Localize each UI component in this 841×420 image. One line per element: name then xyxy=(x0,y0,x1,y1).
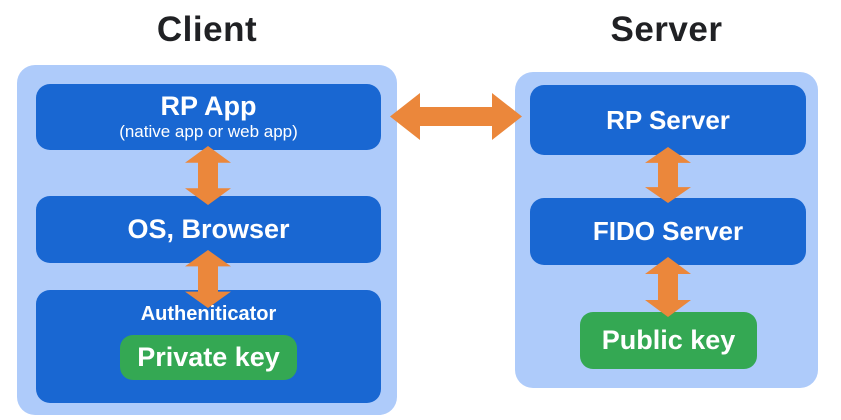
double-arrow-vertical-icon xyxy=(185,250,231,308)
rpserver-fidoserver-connection xyxy=(645,147,691,203)
fidoserver-publickey-connection xyxy=(645,257,691,317)
double-arrow-vertical-icon xyxy=(645,147,691,203)
client-server-connection xyxy=(390,90,522,143)
rp-server-box: RP Server xyxy=(530,85,806,155)
rp-app-title: RP App xyxy=(160,90,257,121)
public-key-label: Public key xyxy=(601,325,736,355)
os-browser-title: OS, Browser xyxy=(127,213,290,244)
double-arrow-vertical-icon xyxy=(645,257,691,317)
double-arrow-horizontal-icon xyxy=(390,93,522,140)
double-arrow-vertical-icon xyxy=(185,146,231,205)
private-key-box: Private key xyxy=(120,335,297,380)
rp-app-box: RP App (native app or web app) xyxy=(36,84,381,150)
osbrowser-authenticator-connection xyxy=(185,250,231,308)
rp-app-subtitle: (native app or web app) xyxy=(119,122,298,142)
authenticator-title: Autheniticator xyxy=(140,303,277,325)
server-section-title: Server xyxy=(610,10,723,49)
private-key-label: Private key xyxy=(137,342,280,372)
fido-server-box: FIDO Server xyxy=(530,198,806,265)
public-key-box: Public key xyxy=(580,312,757,369)
rp-server-title: RP Server xyxy=(606,104,730,135)
client-section-title: Client xyxy=(156,10,258,49)
fido-server-title: FIDO Server xyxy=(592,216,744,246)
rpapp-osbrowser-connection xyxy=(185,146,231,205)
authenticator-box: Autheniticator Private key xyxy=(36,290,381,403)
